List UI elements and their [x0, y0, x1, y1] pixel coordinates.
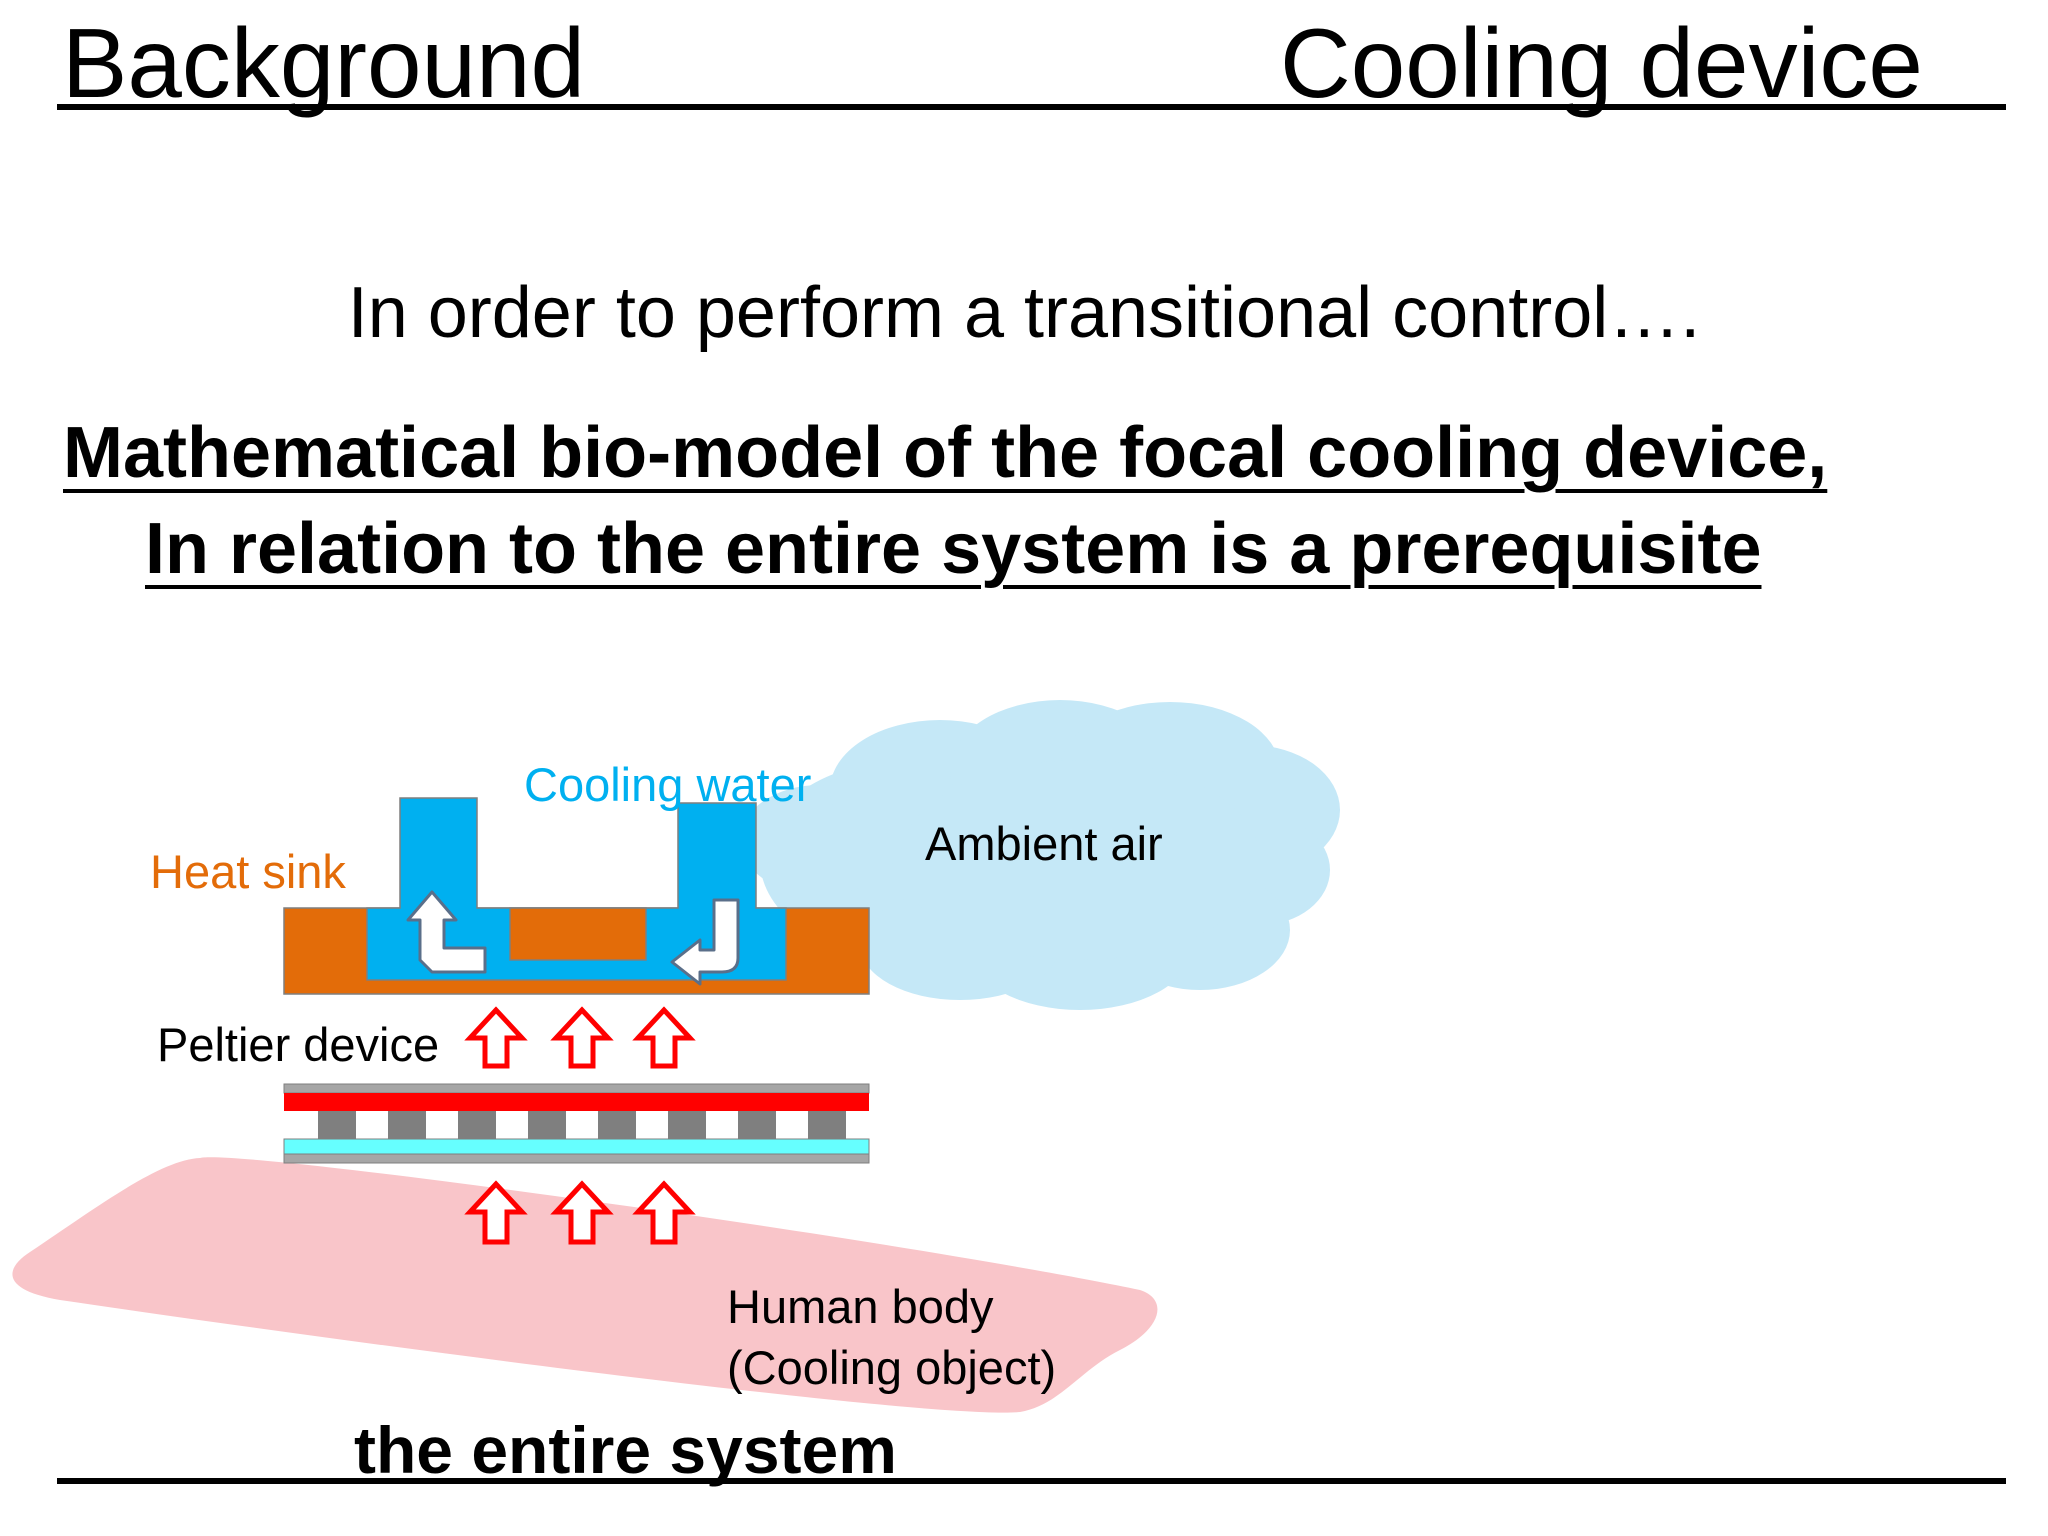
heat-sink-label: Heat sink: [150, 845, 346, 898]
peltier-cold-plate: [283, 1138, 870, 1155]
heat-arrow: [550, 1006, 614, 1069]
peltier-device: [283, 1083, 870, 1164]
human-body-label: Human body: [727, 1280, 994, 1333]
header-left-title: Background: [62, 8, 586, 118]
heat-arrow: [464, 1180, 528, 1245]
peltier-elements: [318, 1111, 846, 1139]
footer-rule: [57, 1478, 2006, 1484]
heat-arrows-lower: [464, 1180, 696, 1245]
cooling-water-label: Cooling water: [524, 758, 812, 811]
heat-sink-center-fin: [509, 907, 647, 961]
heat-arrow: [464, 1006, 528, 1069]
header-rule: [57, 104, 2006, 110]
emphasis-line-2: In relation to the entire system is a pr…: [145, 509, 1762, 589]
heat-arrows-upper: [464, 1006, 696, 1069]
flow-arrow-down-right: [670, 898, 740, 986]
ambient-air-label: Ambient air: [925, 817, 1163, 870]
emphasis-line-1: Mathematical bio-model of the focal cool…: [63, 413, 1828, 493]
footer-caption: the entire system: [354, 1413, 897, 1487]
cooling-object-label: (Cooling object): [727, 1341, 1057, 1394]
cooling-water-channel: [366, 797, 787, 981]
heat-arrow: [632, 1180, 696, 1245]
intro-text: In order to perform a transitional contr…: [347, 273, 1701, 353]
peltier-hot-plate: [284, 1093, 869, 1111]
heat-arrow: [632, 1006, 696, 1069]
header-right-title: Cooling device: [1280, 8, 1923, 118]
peltier-device-label: Peltier device: [157, 1018, 440, 1071]
human-body-shape: [12, 1157, 1158, 1413]
flow-arrow-up-left: [406, 890, 487, 974]
heat-arrow: [550, 1180, 614, 1245]
